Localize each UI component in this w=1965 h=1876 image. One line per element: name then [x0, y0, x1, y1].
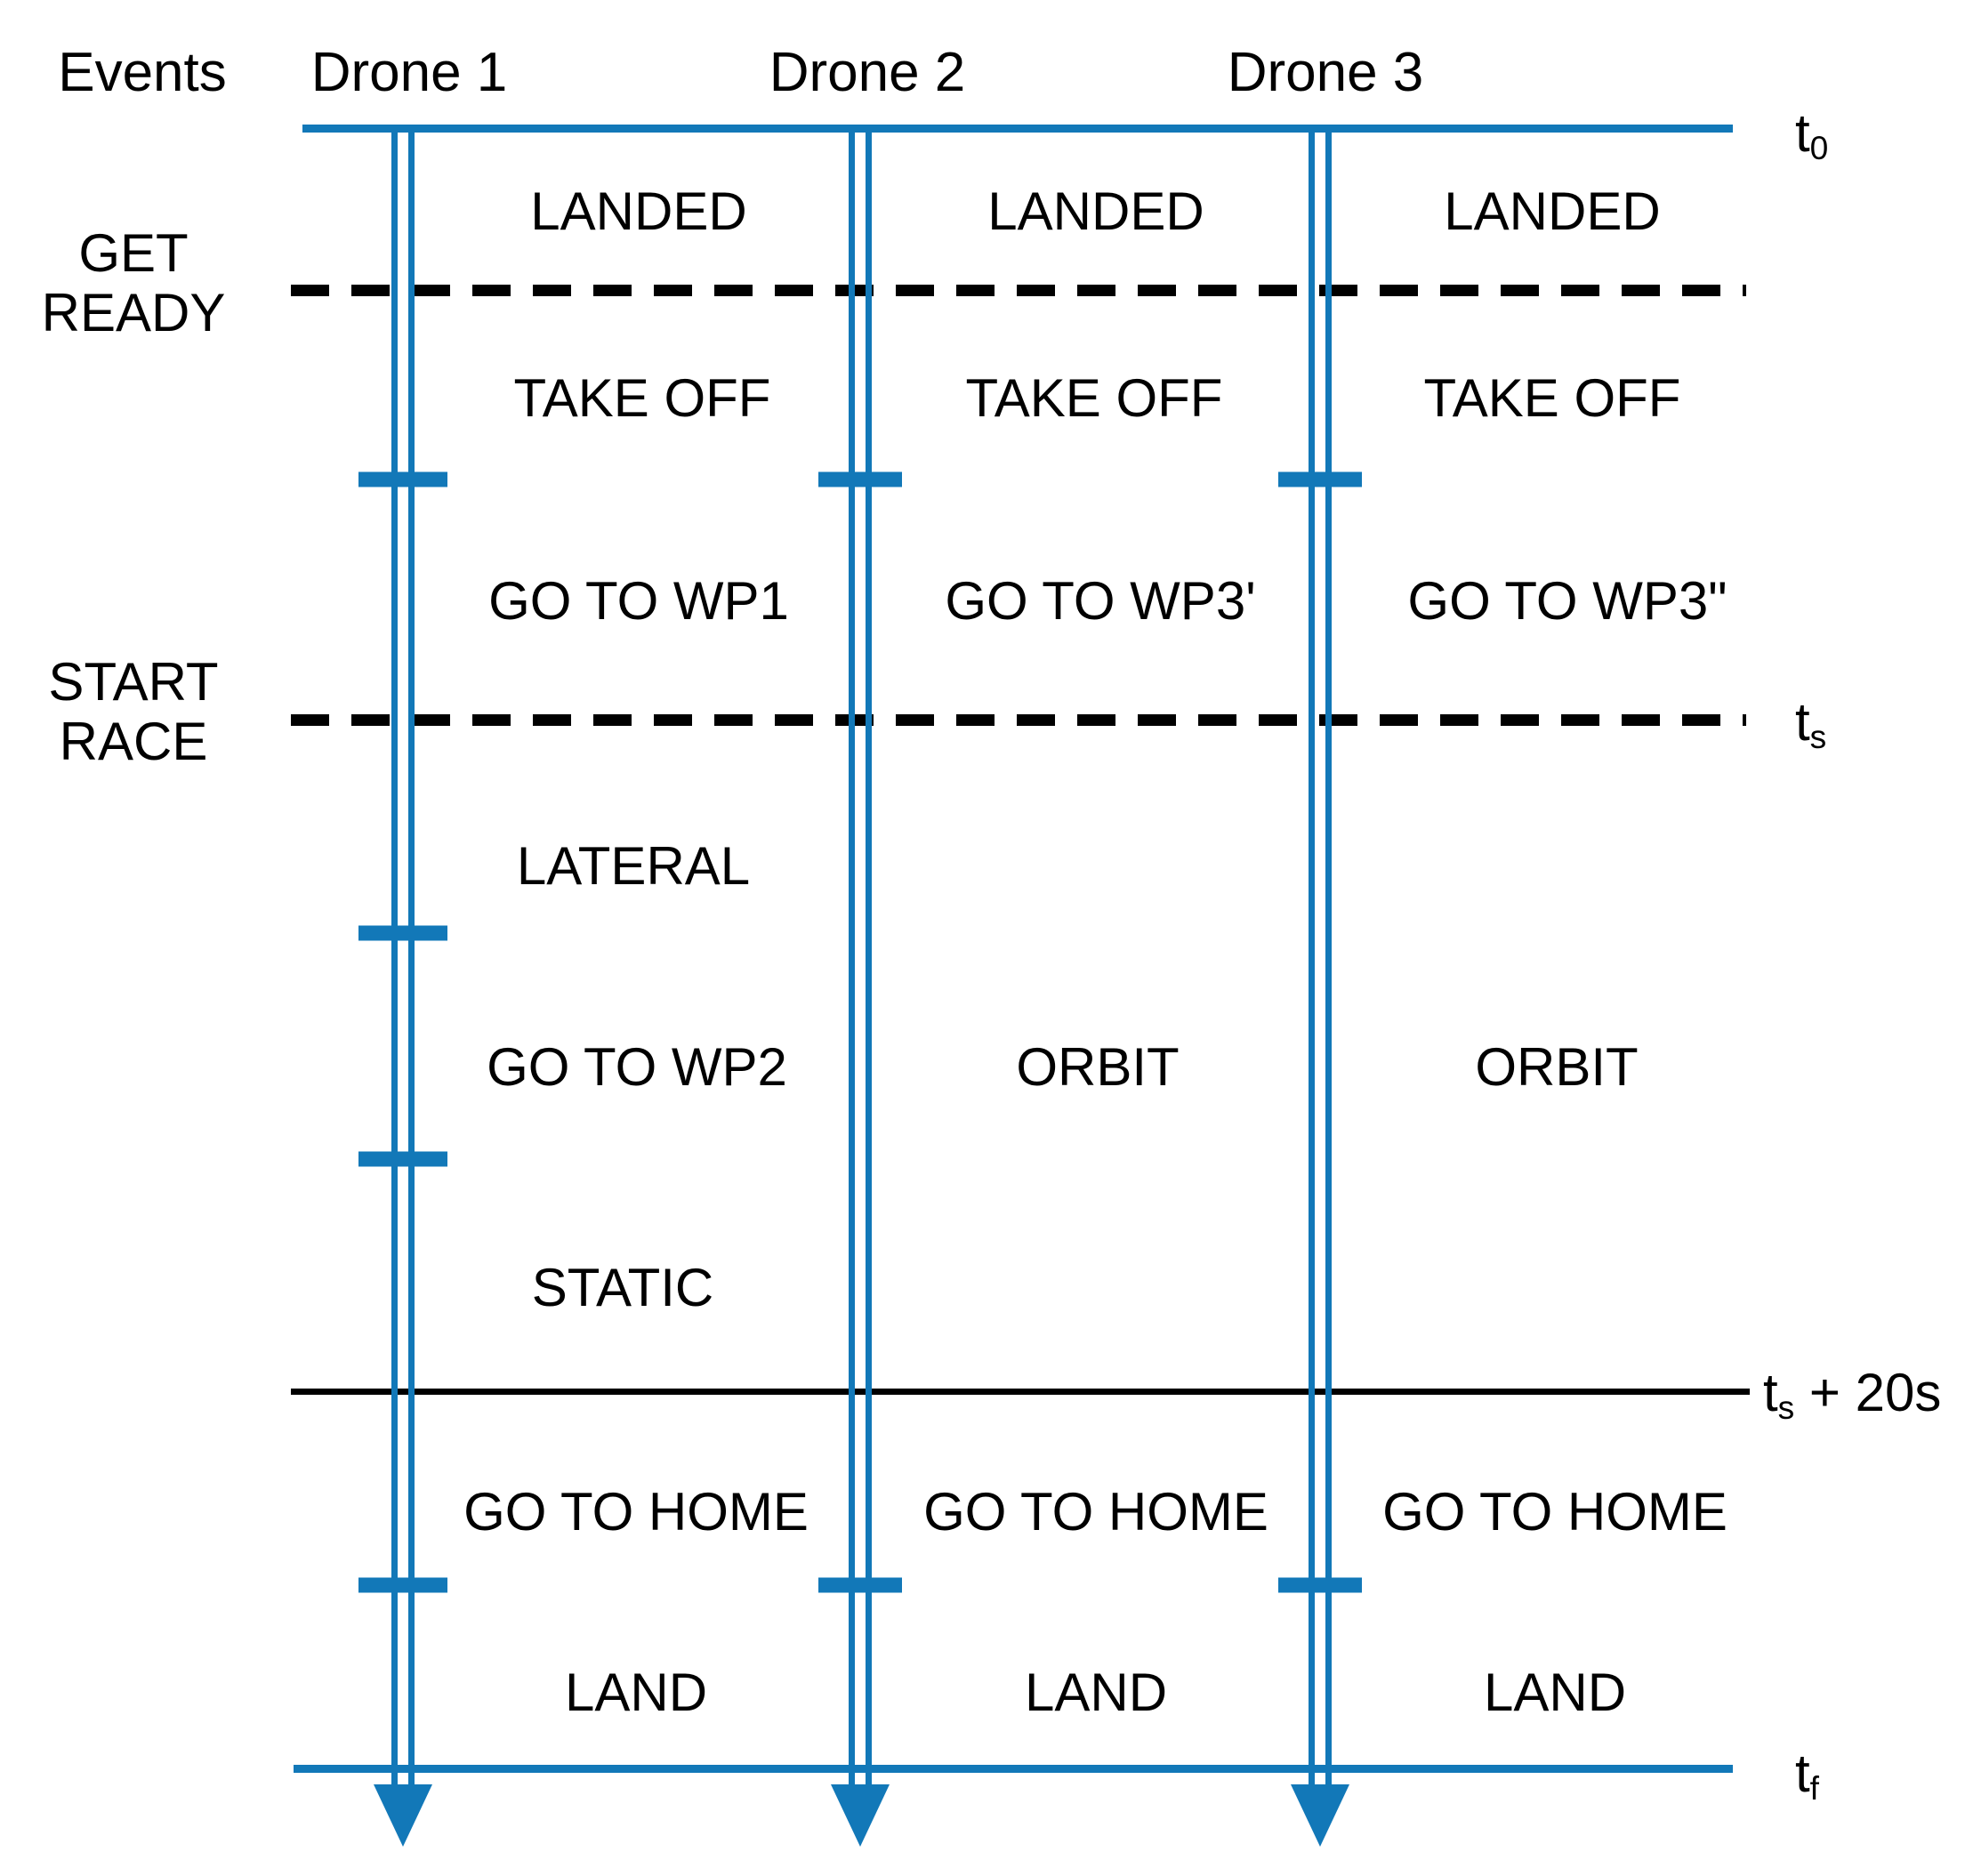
state-drone3-go-to-home: GO TO HOME	[1382, 1482, 1727, 1542]
time-label-ts-sub: s	[1809, 717, 1827, 755]
state-drone1-go-to-wp2: GO TO WP2	[487, 1037, 787, 1097]
state-drone3-orbit: ORBIT	[1475, 1037, 1639, 1097]
state-drone2-landed: LANDED	[987, 181, 1204, 241]
transition-tick-drone1-lateral-end	[358, 925, 447, 941]
time-label-ts-base: t	[1795, 692, 1810, 752]
state-drone2-orbit: ORBIT	[1016, 1037, 1180, 1097]
transition-tick-drone1-wp2-end	[358, 1151, 447, 1167]
state-drone3-landed: LANDED	[1444, 181, 1661, 241]
time-label-tf: tf	[1795, 1747, 1819, 1805]
transition-tick-drone2-takeoff-end	[818, 471, 902, 487]
state-drone1-land: LAND	[564, 1663, 708, 1722]
timeline-rule-ts	[291, 714, 1746, 726]
lifeline-arrow-drone1	[374, 1784, 432, 1847]
state-drone2-take-off: TAKE OFF	[965, 368, 1223, 428]
state-drone2-land: LAND	[1024, 1663, 1168, 1722]
state-drone1-landed: LANDED	[530, 181, 747, 241]
phase-label-get-ready: GET READY	[41, 222, 226, 342]
lane-header-drone1: Drone 1	[310, 42, 508, 103]
timeline-rule-t0	[302, 125, 1733, 133]
transition-tick-drone1-home-end	[358, 1577, 447, 1593]
time-label-t0-sub: 0	[1809, 128, 1829, 166]
state-drone3-take-off: TAKE OFF	[1423, 368, 1681, 428]
state-drone2-go-to-home: GO TO HOME	[923, 1482, 1268, 1542]
timeline-rule-tf	[294, 1765, 1733, 1773]
state-drone3-go-to-wp3-dprime: GO TO WP3"	[1407, 571, 1727, 631]
time-label-t0-base: t	[1795, 103, 1810, 163]
transition-tick-drone3-takeoff-end	[1278, 471, 1362, 487]
time-label-t0: t0	[1795, 107, 1828, 165]
state-drone1-go-to-wp1: GO TO WP1	[488, 571, 789, 631]
phase-label-start-race: START RACE	[48, 651, 219, 771]
transition-tick-drone1-takeoff-end	[358, 471, 447, 487]
transition-tick-drone3-home-end	[1278, 1577, 1362, 1593]
lifeline-arrow-drone2	[831, 1784, 890, 1847]
state-drone2-go-to-wp3-prime: GO TO WP3'	[945, 571, 1256, 631]
lane-header-drone2: Drone 2	[769, 42, 966, 103]
time-label-ts: ts	[1795, 696, 1826, 753]
transition-tick-drone2-home-end	[818, 1577, 902, 1593]
state-drone1-take-off: TAKE OFF	[513, 368, 771, 428]
lifeline-drone2	[849, 125, 872, 1790]
time-label-ts20-suffix: + 20s	[1794, 1363, 1942, 1422]
timeline-rule-ts-plus-20s	[291, 1389, 1750, 1395]
lifeline-arrow-drone3	[1291, 1784, 1349, 1847]
timeline-rule-get-ready-end	[291, 285, 1746, 296]
time-label-ts20-sub: s	[1777, 1388, 1795, 1426]
state-drone1-lateral: LATERAL	[516, 836, 751, 896]
time-label-tf-sub: f	[1809, 1768, 1820, 1807]
time-label-ts-plus-20s: ts + 20s	[1763, 1363, 1942, 1424]
time-label-ts20-base: t	[1763, 1363, 1778, 1422]
lifeline-drone3	[1309, 125, 1332, 1790]
state-drone1-static: STATIC	[531, 1258, 714, 1317]
time-label-tf-base: t	[1795, 1743, 1810, 1803]
lifeline-drone1	[391, 125, 415, 1790]
events-column-header: Events	[58, 42, 227, 103]
state-drone3-land: LAND	[1483, 1663, 1627, 1722]
state-drone1-go-to-home: GO TO HOME	[463, 1482, 809, 1542]
lane-header-drone3: Drone 3	[1227, 42, 1424, 103]
